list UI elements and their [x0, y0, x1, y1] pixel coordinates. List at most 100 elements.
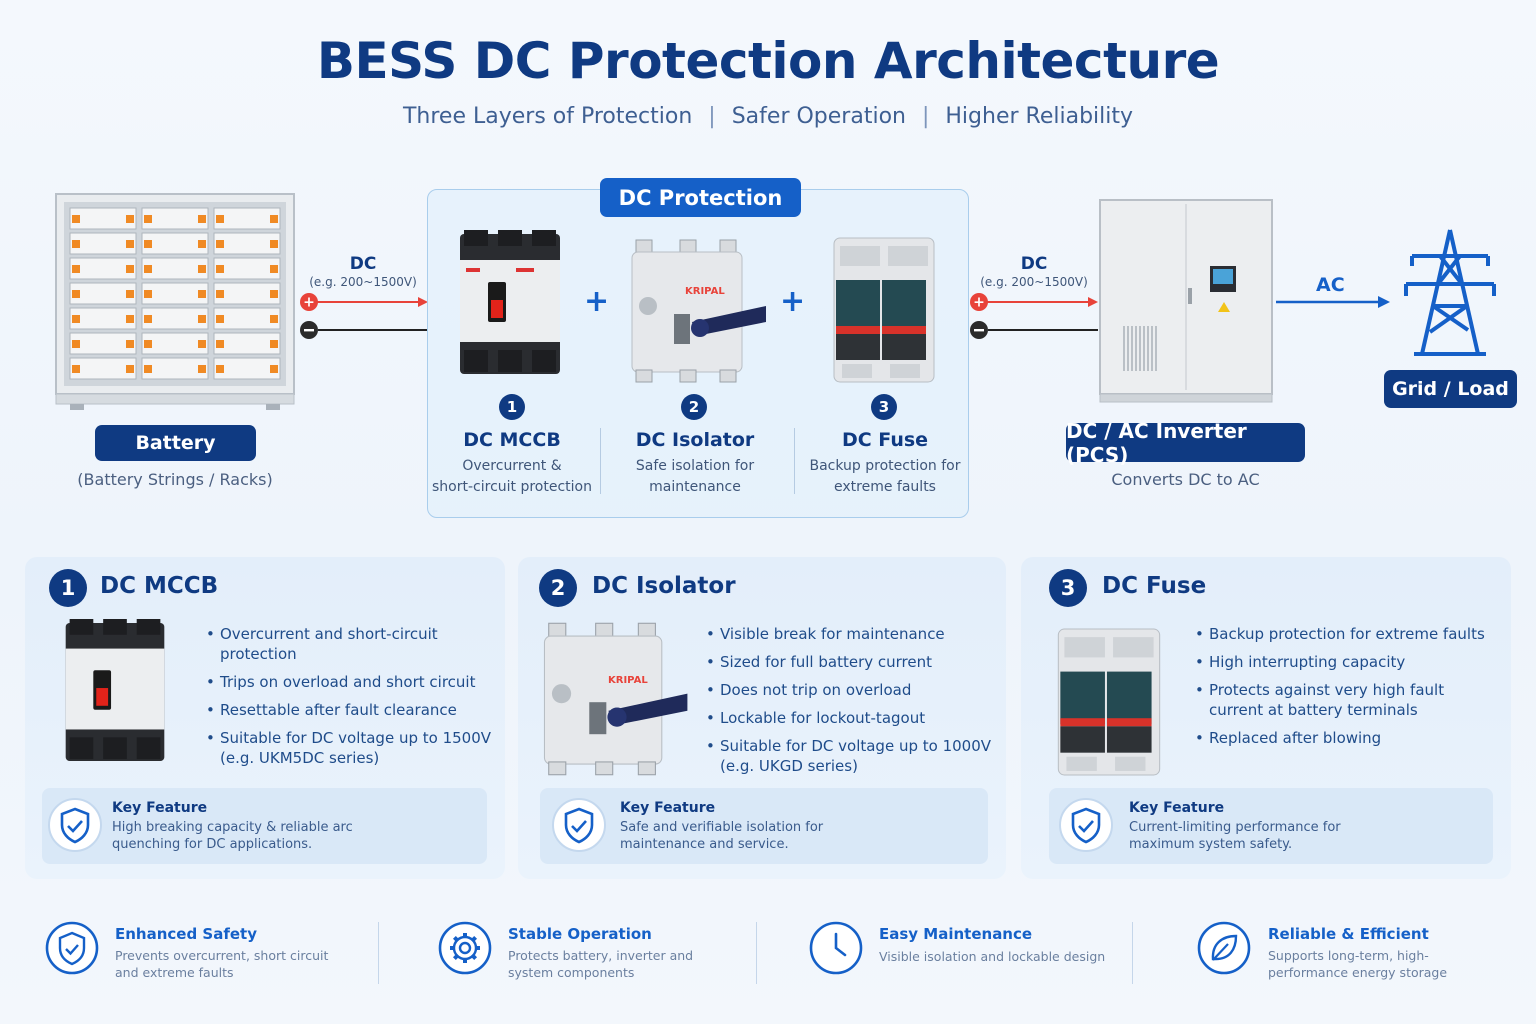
card-2-isolator-image: KRIPAL	[542, 619, 692, 779]
dc-protection-label: DC Protection	[600, 178, 801, 217]
device-3-name: DC Fuse	[841, 429, 929, 451]
card-2-kf-title: Key Feature	[620, 800, 716, 816]
card-3-key-feature: Key Feature Current-limiting performance…	[1049, 788, 1493, 864]
device-3-desc-1: Backup protection for	[809, 458, 961, 474]
footer-4-title: Reliable & Efficient	[1268, 925, 1429, 943]
dc-left-label: DC	[349, 254, 377, 274]
subtitle-1: Three Layers of Protection	[402, 104, 693, 129]
dc-right-range: (e.g. 200~1500V)	[980, 275, 1088, 289]
isolator-brand: KRIPAL	[685, 286, 725, 297]
card-1-bullet: Resettable after fault clearance	[206, 700, 491, 720]
device-1-desc-1: Overcurrent &	[462, 458, 562, 474]
dc-left-range: (e.g. 200~1500V)	[309, 275, 417, 289]
card-1-kf-desc: High breaking capacity & reliable arc qu…	[112, 820, 353, 852]
footer-3-title: Easy Maintenance	[879, 925, 1033, 943]
mccb-image	[458, 230, 562, 376]
card-1-number: 1	[49, 569, 87, 607]
card-3-number: 3	[1049, 569, 1087, 607]
card-3-kf-desc: Current-limiting performance for maximum…	[1129, 820, 1341, 852]
dc-right-wires: +	[970, 293, 1098, 339]
card-3-bullet: Protects against very high fault current…	[1195, 680, 1500, 720]
card-2-bullet: Visible break for maintenance	[706, 624, 996, 644]
fuse-image	[832, 236, 936, 384]
ac-arrow	[1276, 296, 1390, 308]
plus-sign-1: +	[584, 284, 610, 319]
footer-shield-icon	[44, 920, 100, 980]
footer-gear-icon	[437, 920, 493, 980]
device-2-name: DC Isolator	[635, 429, 755, 451]
card-3-bullet: Replaced after blowing	[1195, 728, 1500, 748]
footer-clock-icon	[808, 920, 864, 980]
subtitle-3: Higher Reliability	[945, 104, 1134, 129]
card-2-bullet: Sized for full battery current	[706, 652, 996, 672]
device-2-desc-1: Safe isolation for	[635, 458, 755, 474]
footer-3-desc: Visible isolation and lockable design	[879, 949, 1106, 964]
card-2-key-feature: Key Feature Safe and verifiable isolatio…	[540, 788, 988, 864]
card-1-bullet: Trips on overload and short circuit	[206, 672, 491, 692]
footer-1-title: Enhanced Safety	[115, 925, 258, 943]
card-1-bullet: Suitable for DC voltage up to 1500V (e.g…	[206, 728, 491, 768]
footer-divider-3	[1132, 922, 1133, 984]
footer-divider-2	[756, 922, 757, 984]
card-3-bullets: Backup protection for extreme faults Hig…	[1195, 624, 1500, 756]
svg-text:+: +	[303, 295, 315, 311]
footer-divider-1	[378, 922, 379, 984]
card-dc-mccb: 1 DC MCCB Overcurrent and short-circuit …	[25, 557, 505, 879]
card-1-kf-title: Key Feature	[112, 800, 208, 816]
battery-caption: (Battery Strings / Racks)	[77, 470, 273, 489]
card-2-title: DC Isolator	[592, 573, 736, 599]
card-2-bullet: Suitable for DC voltage up to 1000V (e.g…	[706, 736, 996, 776]
card-2-isolator-brand: KRIPAL	[608, 675, 648, 686]
card-2-number: 2	[539, 569, 577, 607]
grid-load-label: Grid / Load	[1384, 370, 1517, 408]
isolator-image: KRIPAL	[630, 236, 770, 386]
svg-text:+: +	[973, 295, 985, 311]
card-1-bullet: Overcurrent and short-circuit protection	[206, 624, 491, 664]
card-2-bullet: Lockable for lockout-tagout	[706, 708, 996, 728]
dc-right-label: DC	[1020, 254, 1048, 274]
battery-label: Battery	[95, 425, 256, 461]
dc-left-wires: +	[300, 293, 428, 339]
device-2-desc-2: maintenance	[649, 479, 741, 495]
card-1-bullets: Overcurrent and short-circuit protection…	[206, 624, 491, 776]
card-dc-isolator: 2 DC Isolator KRIPAL Visible break for m…	[518, 557, 1006, 879]
device-1-name: DC MCCB	[463, 429, 561, 451]
page-subtitle: Three Layers of Protection|Safer Operati…	[402, 104, 1134, 129]
card-3-fuse-image	[1055, 627, 1163, 777]
card-3-bullet: Backup protection for extreme faults	[1195, 624, 1500, 644]
footer-1-desc: Prevents overcurrent, short circuit and …	[115, 948, 329, 980]
device-2-number: 2	[681, 394, 707, 420]
footer-2-title: Stable Operation	[508, 925, 652, 943]
card-1-title: DC MCCB	[100, 573, 219, 599]
card-2-kf-desc: Safe and verifiable isolation for mainte…	[620, 820, 824, 852]
card-dc-fuse: 3 DC Fuse Backup protection for extreme …	[1021, 557, 1511, 879]
card-3-shield-icon	[1057, 796, 1115, 858]
inverter-label: DC / AC Inverter (PCS)	[1066, 419, 1305, 467]
card-3-title: DC Fuse	[1102, 573, 1207, 599]
device-divider-1	[600, 428, 601, 494]
inverter-caption: Converts DC to AC	[1111, 470, 1260, 489]
battery-rack-image	[50, 190, 300, 410]
card-3-kf-title: Key Feature	[1129, 800, 1225, 816]
subtitle-2: Safer Operation	[731, 104, 906, 129]
device-1-number: 1	[499, 394, 525, 420]
inverter-cabinet-image	[1096, 196, 1276, 404]
plus-sign-2: +	[780, 284, 806, 319]
ac-label: AC	[1316, 274, 1345, 296]
footer-2-desc: Protects battery, inverter and system co…	[508, 948, 694, 980]
card-1-mccb-image	[61, 619, 169, 763]
card-1-shield-icon	[46, 796, 104, 858]
card-2-shield-icon	[550, 796, 608, 858]
footer-4-desc: Supports long-term, high-performance ene…	[1268, 948, 1448, 980]
page-title: BESS DC Protection Architecture	[316, 32, 1220, 90]
card-2-bullet: Does not trip on overload	[706, 680, 996, 700]
device-3-number: 3	[871, 394, 897, 420]
device-3-desc-2: extreme faults	[834, 479, 936, 495]
card-2-bullets: Visible break for maintenance Sized for …	[706, 624, 996, 784]
transmission-tower-icon	[1402, 226, 1498, 358]
device-divider-2	[794, 428, 795, 494]
device-1-desc-2: short-circuit protection	[432, 479, 592, 495]
footer-leaf-icon	[1196, 920, 1252, 980]
card-3-bullet: High interrupting capacity	[1195, 652, 1500, 672]
card-1-key-feature: Key Feature High breaking capacity & rel…	[42, 788, 487, 864]
